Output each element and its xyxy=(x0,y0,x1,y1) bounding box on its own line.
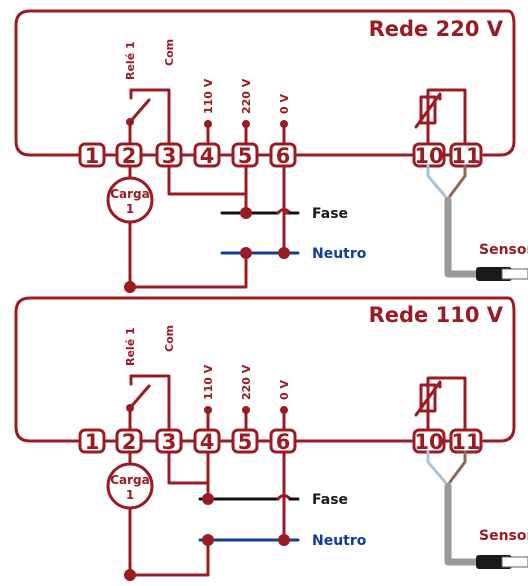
voltage-220-label: 220 V xyxy=(240,78,253,114)
link-3-to-5 xyxy=(167,164,248,196)
voltage-110-label: 110 V xyxy=(202,364,215,400)
enclosure-outline xyxy=(14,9,516,157)
com-label: Com xyxy=(163,325,176,352)
svg-text:2: 2 xyxy=(122,430,137,454)
terminal-numbers-110: 1 2 3 4 5 6 10 11 xyxy=(85,430,481,454)
svg-text:2: 2 xyxy=(122,144,137,168)
fase-label: Fase xyxy=(312,492,348,508)
svg-text:6: 6 xyxy=(276,430,291,454)
svg-text:4: 4 xyxy=(200,144,215,168)
network-title-220: Rede 220 V xyxy=(369,17,504,41)
svg-text:10: 10 xyxy=(414,430,443,454)
junction-dots-110 xyxy=(124,404,290,581)
fase-label: Fase xyxy=(312,206,348,222)
thermistor-wire xyxy=(426,88,467,146)
sensor-110 xyxy=(426,450,528,569)
load-label: Carga xyxy=(110,187,150,201)
relay-common-wire xyxy=(129,88,171,146)
voltage-110-label: 110 V xyxy=(202,78,215,114)
voltage-0-label: 0 V xyxy=(278,94,291,114)
svg-text:10: 10 xyxy=(414,144,443,168)
svg-text:1: 1 xyxy=(85,144,100,168)
voltage-0-label: 0 V xyxy=(278,380,291,400)
svg-text:6: 6 xyxy=(276,144,291,168)
load-number: 1 xyxy=(126,488,134,502)
svg-text:4: 4 xyxy=(200,430,215,454)
load-number: 1 xyxy=(126,202,134,216)
svg-text:11: 11 xyxy=(451,430,480,454)
load-return-wire xyxy=(128,220,248,289)
sensor-220 xyxy=(426,164,528,281)
sensor-label: Sensor xyxy=(479,528,528,544)
junction-dots-220 xyxy=(124,118,290,293)
enclosure-outline xyxy=(14,296,516,443)
svg-text:5: 5 xyxy=(238,430,253,454)
terminal-numbers-220: 1 2 3 4 5 6 10 11 xyxy=(85,144,481,168)
sensor-label: Sensor xyxy=(479,242,528,258)
relay-label: Relé 1 xyxy=(124,327,137,366)
svg-text:3: 3 xyxy=(162,430,177,454)
voltage-220-label: 220 V xyxy=(240,364,253,400)
svg-text:1: 1 xyxy=(85,430,100,454)
load-label: Carga xyxy=(110,473,150,487)
com-label: Com xyxy=(163,39,176,66)
neutro-label: Neutro xyxy=(312,533,367,549)
network-title-110: Rede 110 V xyxy=(369,303,504,327)
svg-text:11: 11 xyxy=(451,144,480,168)
relay-label: Relé 1 xyxy=(124,41,137,80)
diagram-220v xyxy=(14,9,516,289)
svg-text:5: 5 xyxy=(238,144,253,168)
svg-text:3: 3 xyxy=(162,144,177,168)
link-3-to-4 xyxy=(167,450,210,485)
neutro-label: Neutro xyxy=(312,246,367,262)
